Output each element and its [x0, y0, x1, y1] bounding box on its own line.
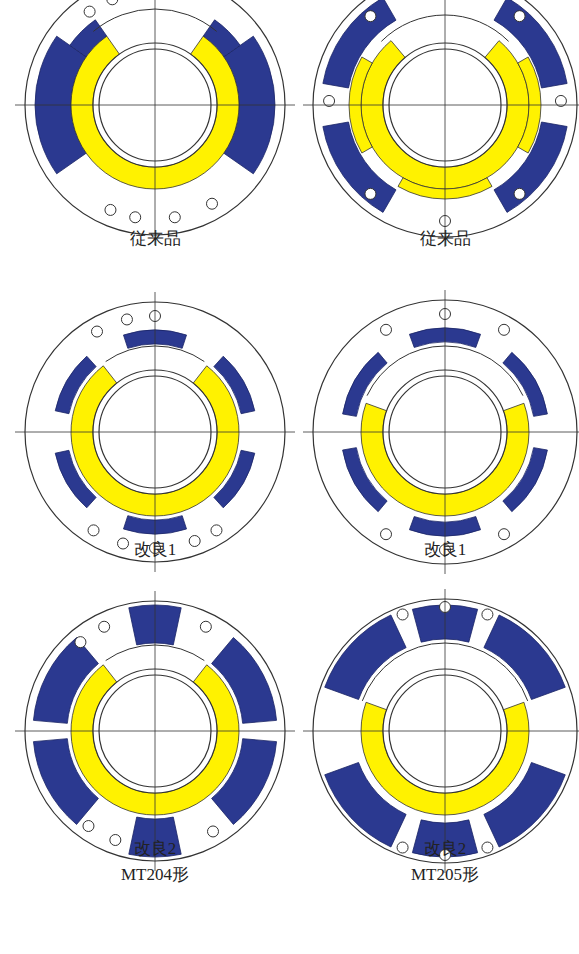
bolt-hole	[208, 826, 219, 837]
center-line	[303, 731, 579, 732]
bolt-hole	[99, 621, 110, 632]
bolt-hole	[381, 529, 392, 540]
elastic-pad	[484, 615, 565, 700]
bolt-hole	[207, 198, 218, 209]
bolt-hole	[107, 0, 118, 5]
bolt-hole	[75, 637, 86, 648]
bolt-hole	[169, 212, 180, 223]
bolt-hole	[118, 538, 129, 549]
bolt-hole	[211, 525, 222, 536]
center-line	[155, 0, 156, 245]
bolt-hole	[397, 842, 408, 853]
center-line	[303, 432, 579, 433]
figure-caption: 改良2 MT204形	[107, 836, 203, 888]
elastic-pad	[325, 615, 406, 700]
bolt-hole	[105, 204, 116, 215]
bolt-hole	[514, 11, 525, 22]
figure-caption: 従来品	[385, 226, 505, 252]
figure-caption: 改良1	[95, 537, 215, 563]
bolt-hole	[189, 536, 200, 547]
center-line	[155, 292, 156, 572]
center-line	[445, 0, 446, 247]
bolt-hole	[499, 324, 510, 335]
bolt-hole	[365, 11, 376, 22]
center-line	[445, 290, 446, 574]
center-line	[155, 591, 156, 871]
bolt-hole	[499, 529, 510, 540]
figure-caption: 改良2 MT205形	[397, 836, 493, 888]
bolt-hole	[514, 188, 525, 199]
bolt-hole	[365, 188, 376, 199]
bolt-hole	[88, 525, 99, 536]
bolt-hole	[84, 6, 95, 17]
figure-caption: 従来品	[95, 226, 215, 252]
bolt-hole	[200, 621, 211, 632]
bolt-hole	[130, 212, 141, 223]
bolt-hole	[381, 324, 392, 335]
bolt-hole	[110, 835, 121, 846]
bolt-hole	[397, 609, 408, 620]
center-line	[445, 589, 446, 873]
bolt-hole	[121, 314, 132, 325]
center-line	[303, 105, 579, 106]
bolt-hole	[83, 821, 94, 832]
bolt-hole	[482, 842, 493, 853]
bolt-hole	[92, 326, 103, 337]
bolt-hole	[482, 609, 493, 620]
figure-caption: 改良1	[385, 537, 505, 563]
